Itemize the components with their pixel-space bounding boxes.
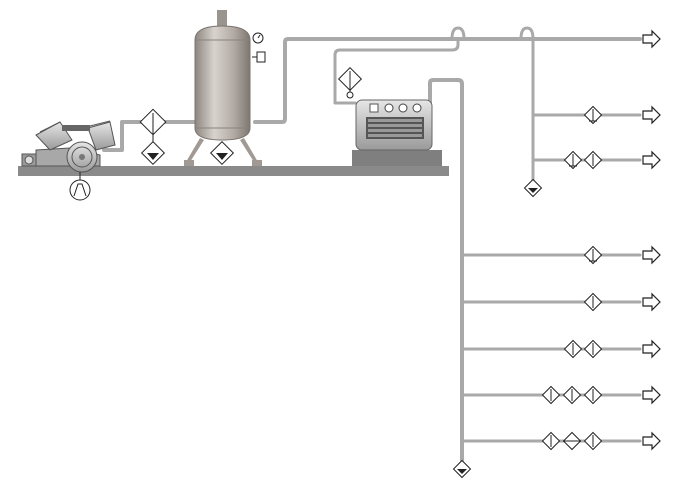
compressor-icon	[21, 120, 116, 173]
pipe-crossover-1	[450, 26, 466, 41]
inline-filter-icon	[139, 108, 167, 166]
filter-icon	[583, 292, 603, 312]
main-supply-pipe	[253, 37, 642, 124]
filter-icon	[583, 339, 603, 359]
filter-drain-icon	[583, 245, 603, 265]
dryer-filter-icon	[337, 66, 363, 99]
outlet-arrow-icon	[642, 385, 661, 405]
outlet-arrow-icon	[642, 339, 661, 359]
pipe-crossover-2	[519, 26, 535, 41]
filter-icon	[583, 385, 603, 405]
filter-icon	[562, 385, 582, 405]
dryer-outlet-pipe	[428, 78, 464, 462]
outlet-arrow-icon	[642, 431, 661, 451]
branch-drain-lower	[452, 459, 472, 479]
dryer-base	[352, 150, 442, 166]
outlet-arrow-icon	[642, 29, 661, 49]
tank-icon	[184, 10, 266, 166]
outlet-arrow-icon	[642, 150, 661, 170]
base-platform	[18, 166, 449, 176]
filter-icon	[563, 339, 583, 359]
branch-drain-upper	[523, 178, 543, 198]
outlet-arrow-icon	[642, 245, 661, 265]
tank-drain-icon	[209, 140, 235, 166]
filter-drain-icon	[563, 150, 583, 170]
outlet-arrow-icon	[642, 105, 661, 125]
filter-icon	[541, 385, 561, 405]
dryer-icon	[355, 99, 433, 151]
filter-drain-icon	[583, 105, 603, 125]
dryer-inlet-pipe	[333, 37, 460, 105]
filter-icon	[583, 431, 603, 451]
filter-icon	[541, 431, 561, 451]
filter-icon	[583, 150, 603, 170]
intake-filter-icon	[69, 172, 91, 201]
outlet-arrow-icon	[642, 292, 661, 312]
filter-cross-icon	[562, 431, 582, 451]
